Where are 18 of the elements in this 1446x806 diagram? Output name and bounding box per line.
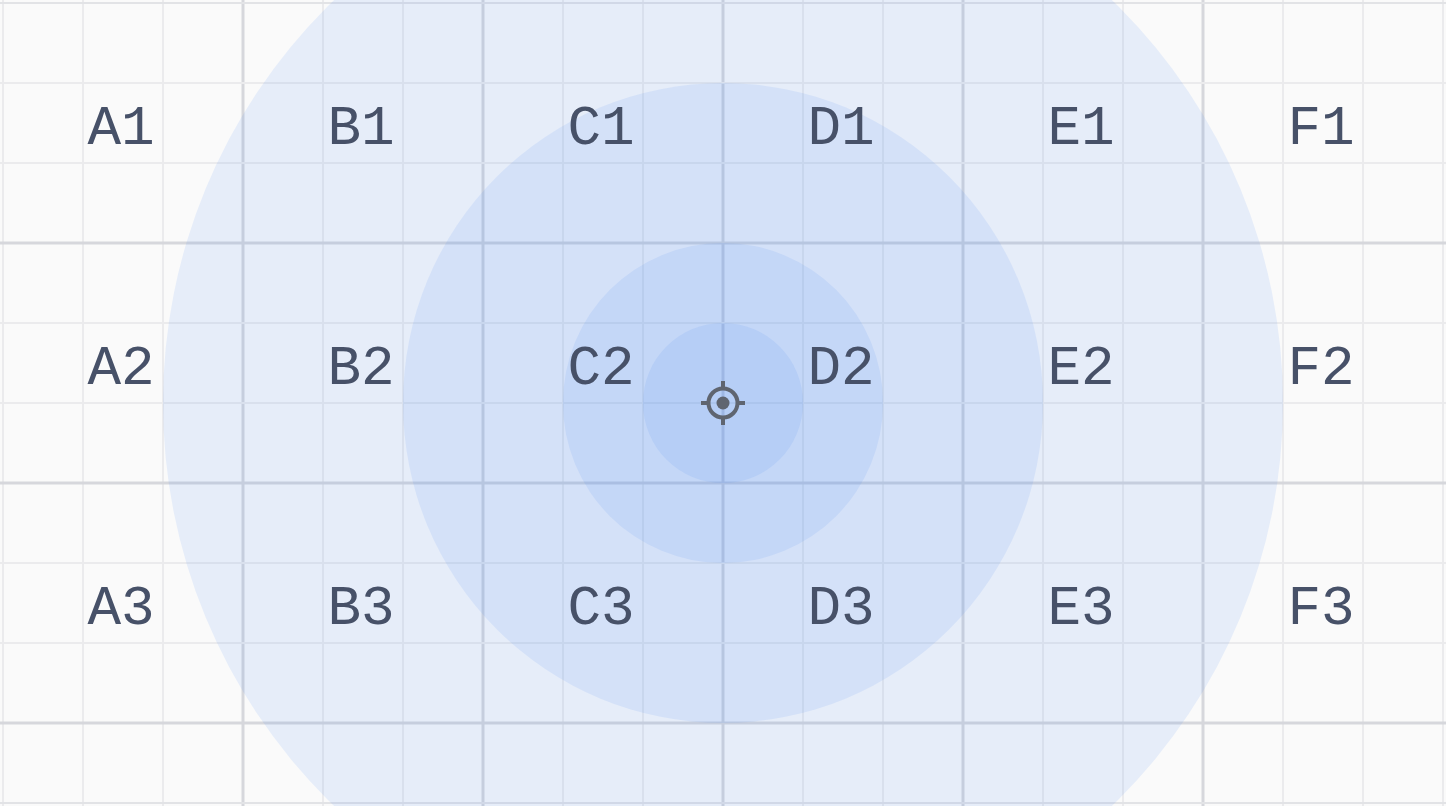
grid-cell-label: C3 — [567, 581, 635, 637]
grid-cell-label: B1 — [327, 101, 395, 157]
grid-cell-label: A1 — [87, 101, 155, 157]
grid-cell-label: A2 — [87, 341, 155, 397]
grid-cell-label: A3 — [87, 581, 155, 637]
grid-cell-label: F3 — [1287, 581, 1355, 637]
grid-cell-label: C2 — [567, 341, 635, 397]
grid-cell-label: C1 — [567, 101, 635, 157]
grid-cell-label: E1 — [1047, 101, 1115, 157]
grid-cell-label: B3 — [327, 581, 395, 637]
grid-cell-label: F1 — [1287, 101, 1355, 157]
grid-cell-label: E3 — [1047, 581, 1115, 637]
grid-cell-label: D2 — [807, 341, 875, 397]
grid-cell-label: B2 — [327, 341, 395, 397]
grid-cell-label: D3 — [807, 581, 875, 637]
grid-cell-label: D1 — [807, 101, 875, 157]
grid-cell-label: F2 — [1287, 341, 1355, 397]
grid-cell-label: E2 — [1047, 341, 1115, 397]
